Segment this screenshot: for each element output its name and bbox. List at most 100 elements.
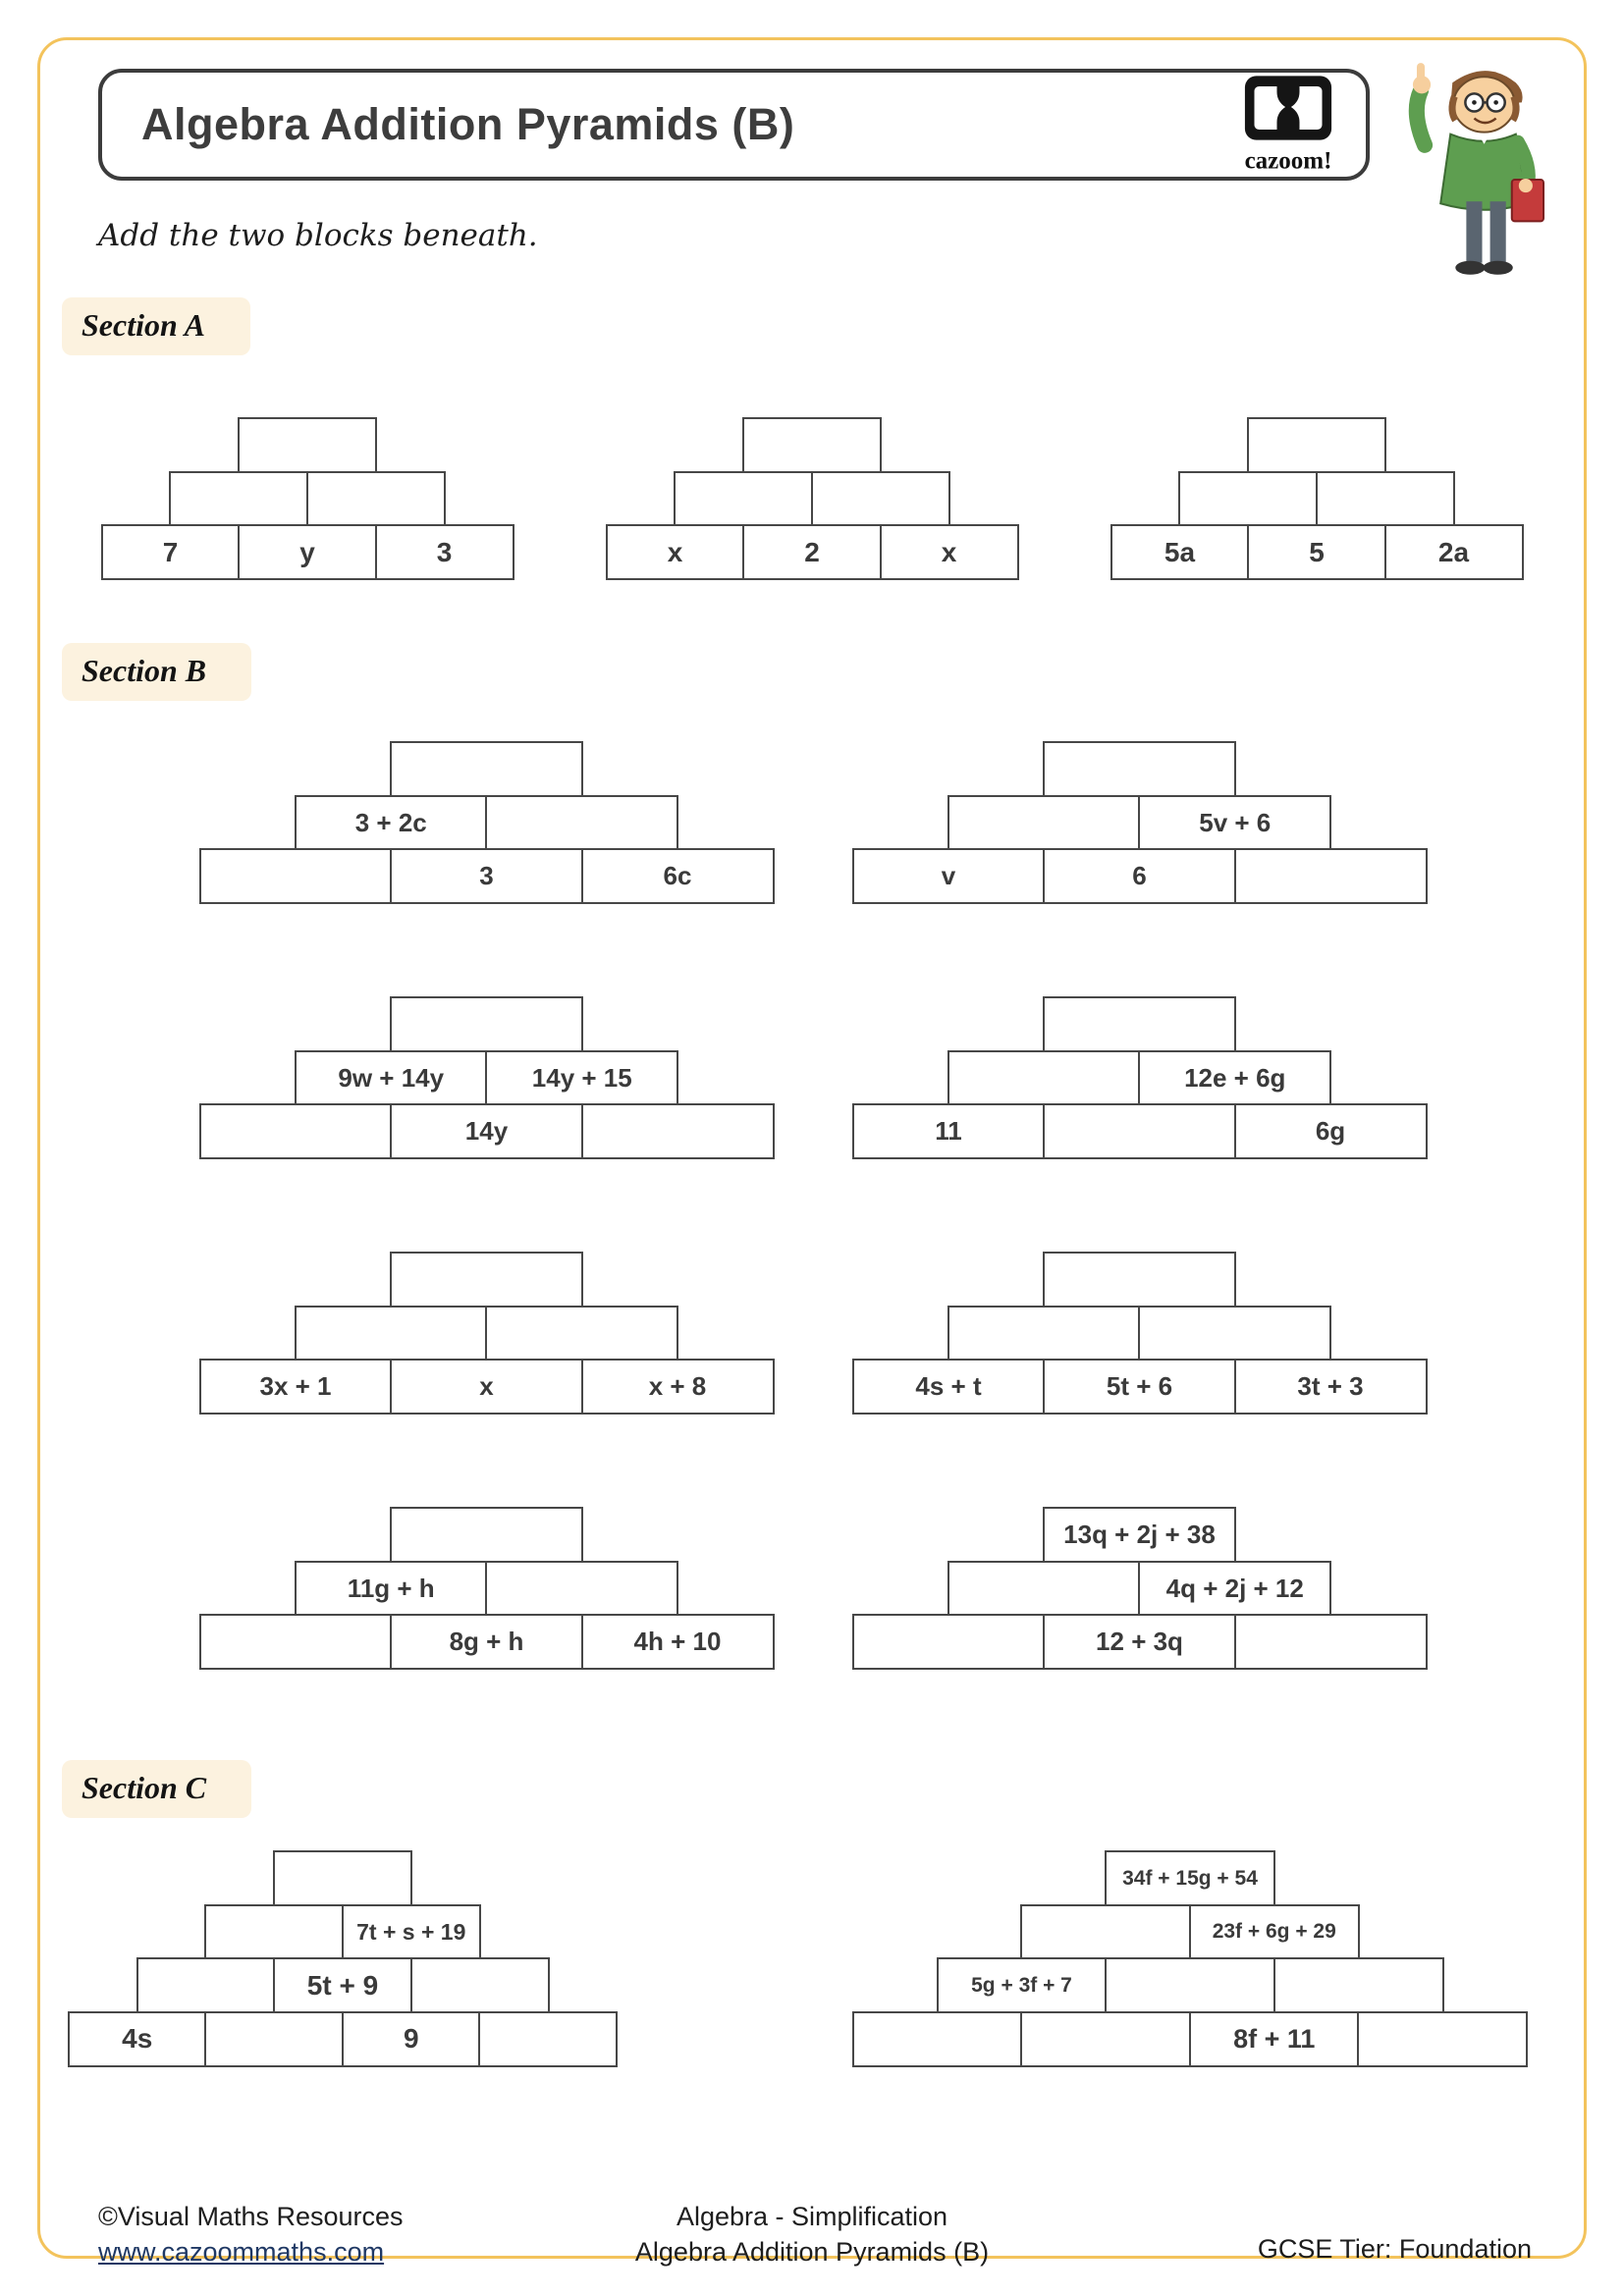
pyramid-cell: 5v + 6 — [1138, 794, 1332, 851]
pyramid-cell: 8f + 11 — [1188, 2010, 1360, 2067]
pyramid-cell — [169, 470, 309, 527]
footer-sheet-name: Algebra Addition Pyramids (B) — [634, 2237, 990, 2268]
pyramid-cell — [851, 2010, 1023, 2067]
pyramid-cell: 12 + 3q — [1043, 1614, 1236, 1670]
pyramid-cell: 4h + 10 — [580, 1614, 775, 1670]
pyramid-cell: 9w + 14y — [294, 1049, 488, 1106]
pyramid-cell — [478, 2010, 619, 2067]
pyramid-cell — [947, 1560, 1141, 1617]
pyramid-cell — [947, 794, 1141, 851]
pyramid-cell: 3 + 2c — [294, 794, 488, 851]
pyramid-cell: 5 — [1247, 524, 1386, 580]
pyramid-cell: 5g + 3f + 7 — [936, 1957, 1108, 2013]
pyramid-cell — [1043, 741, 1236, 797]
pyramid-cell — [485, 1560, 679, 1617]
pyramid-cell: 3t + 3 — [1233, 1359, 1428, 1415]
pyramid-cell — [810, 470, 950, 527]
pyramid-cell — [742, 417, 882, 473]
pyramid-cell — [1020, 1903, 1192, 1960]
footer-left: ©Visual Maths Resources www.cazoommaths.… — [98, 2199, 404, 2270]
page-title: Algebra Addition Pyramids (B) — [141, 99, 795, 149]
pyramid-cell — [485, 794, 679, 851]
section-c-label: Section C — [62, 1760, 252, 1818]
pyramid-cell — [1043, 996, 1236, 1052]
pyramid-cell — [947, 1049, 1141, 1106]
pyramid-cell: x — [390, 1359, 583, 1415]
pyramid-cell — [238, 417, 377, 473]
pyramid-cell: 12e + 6g — [1138, 1049, 1332, 1106]
pyramid-cell: 14y — [390, 1103, 583, 1159]
pyramid-cell — [1178, 470, 1319, 527]
pyramid-cell — [580, 1103, 775, 1159]
pyramid-cell — [1247, 417, 1386, 473]
pyramid-cell — [390, 1507, 583, 1563]
footer-topic: Algebra - Simplification — [676, 2202, 948, 2231]
pyramid-cell — [674, 470, 814, 527]
pyramid-cell — [204, 2010, 345, 2067]
pyramid-cell — [1272, 1957, 1444, 2013]
pyramid-cell: 13q + 2j + 38 — [1043, 1507, 1236, 1563]
instruction-text: Add the two blocks beneath. — [98, 218, 538, 253]
footer-tier: GCSE Tier: Foundation — [1257, 2234, 1532, 2264]
pyramid-cell — [305, 470, 446, 527]
pyramid-cell: 6c — [580, 848, 775, 904]
pyramid-cell: 3x + 1 — [198, 1359, 393, 1415]
pyramid-cell — [1138, 1305, 1332, 1362]
pyramid-cell: x — [605, 524, 745, 580]
pyramid-cell: 2 — [742, 524, 882, 580]
pyramid-cell: 4s + t — [851, 1359, 1046, 1415]
cazoom-logo: cazoom! — [1224, 75, 1352, 176]
pyramid-cell: x — [879, 524, 1019, 580]
pyramid-cell — [1357, 2010, 1529, 2067]
pyramid-cell — [204, 1903, 345, 1960]
pyramid-cell: x + 8 — [580, 1359, 775, 1415]
pyramid-cell: 6 — [1043, 848, 1236, 904]
pyramid-cell — [1315, 470, 1455, 527]
pyramid-cell: 23f + 6g + 29 — [1188, 1903, 1360, 1960]
title-box: Algebra Addition Pyramids (B) cazoom! — [98, 69, 1370, 181]
pyramid-cell — [1105, 1957, 1275, 2013]
pyramid-b4: 12e + 6g 11 6g — [849, 996, 1430, 1159]
pyramid-cell: 5t + 6 — [1043, 1359, 1236, 1415]
footer-center: Algebra - Simplification Algebra Additio… — [0, 2199, 1624, 2270]
pyramid-cell: 4s — [67, 2010, 207, 2067]
pyramid-cell: y — [238, 524, 377, 580]
page-border — [37, 37, 1587, 2259]
pyramid-cell — [485, 1305, 679, 1362]
pyramid-cell — [1233, 848, 1428, 904]
pyramid-cell: 5t + 9 — [273, 1957, 412, 2013]
teacher-illustration — [1408, 63, 1545, 275]
pyramid-cell — [294, 1305, 488, 1362]
pyramid-cell — [273, 1850, 412, 1906]
pyramid-cell — [390, 741, 583, 797]
pyramid-cell — [1020, 2010, 1192, 2067]
pyramid-cell: 7 — [100, 524, 241, 580]
pyramid-cell: 5a — [1110, 524, 1250, 580]
pyramid-cell: 11 — [851, 1103, 1046, 1159]
pyramid-cell — [947, 1305, 1141, 1362]
pyramid-cell: 2a — [1383, 524, 1524, 580]
pyramid-cell: 34f + 15g + 54 — [1105, 1850, 1275, 1906]
footer-url-link[interactable]: www.cazoommaths.com — [98, 2237, 385, 2268]
pyramid-cell: 9 — [341, 2010, 481, 2067]
pyramid-cell: 3 — [390, 848, 583, 904]
pyramid-cell: 4q + 2j + 12 — [1138, 1560, 1332, 1617]
pyramid-cell — [390, 1252, 583, 1308]
pyramid-cell: 6g — [1233, 1103, 1428, 1159]
pyramid-cell: 7t + s + 19 — [341, 1903, 481, 1960]
pyramid-cell: 3 — [374, 524, 514, 580]
pyramid-cell — [198, 848, 393, 904]
footer-copyright: ©Visual Maths Resources — [98, 2202, 404, 2231]
pyramid-cell — [409, 1957, 550, 2013]
